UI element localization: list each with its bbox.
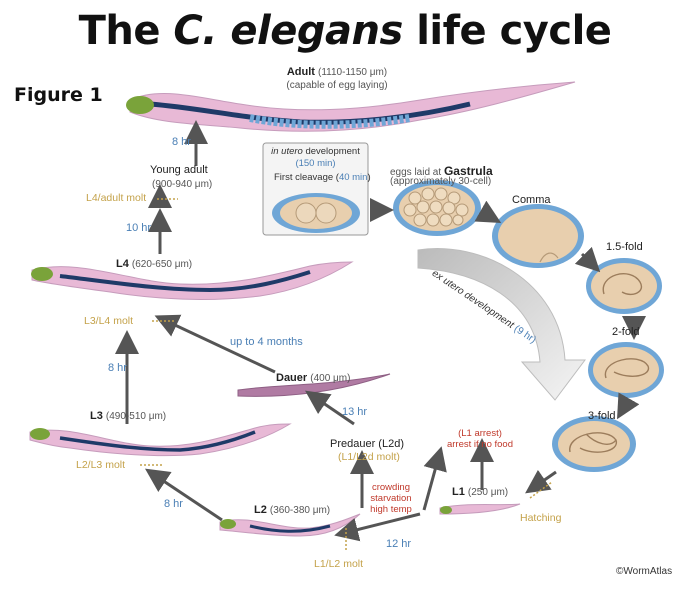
adult-label: Adult (1110-1150 μm) xyxy=(286,66,388,78)
molt-markers xyxy=(140,198,553,552)
young-adult-size: (900-940 μm) xyxy=(152,179,213,190)
one-and-half-fold-egg xyxy=(586,258,662,314)
l2-worm xyxy=(219,513,361,537)
three-fold-label: 3-fold xyxy=(588,410,616,422)
hatching-label: Hatching xyxy=(520,512,562,524)
l1-label: L1 (250 μm) xyxy=(452,486,509,498)
molt-l4-adult: L4/adult molt xyxy=(86,192,147,204)
gastrula-label: eggs laid at Gastrula xyxy=(390,164,493,178)
duration-l1-l2: 12 hr xyxy=(386,538,412,550)
molt-l1-l2: L1/L2 molt xyxy=(314,558,364,570)
ex-utero-arrow xyxy=(417,248,586,401)
duration-predauer-dauer: 13 hr xyxy=(342,406,368,418)
l3-label: L3 (490-510 μm) xyxy=(90,410,167,422)
l4-worm xyxy=(31,261,354,300)
comma-label: Comma xyxy=(512,194,551,206)
first-cleavage-label: First cleavage (40 min) xyxy=(274,172,371,183)
adult-worm xyxy=(126,81,576,132)
molt-l2-l3: L2/L3 molt xyxy=(76,459,126,471)
gastrula-egg xyxy=(393,180,481,236)
duration-ya-l4: 10 hr xyxy=(126,222,152,234)
gastrula-sub: (approximately 30-cell) xyxy=(390,176,492,187)
l1-worm xyxy=(439,503,521,515)
l1-arrest-note: (L1 arrest)arrest if no food xyxy=(446,428,513,450)
first-cleavage-egg xyxy=(272,193,360,233)
duration-l3-l4: 8 hr xyxy=(108,362,127,374)
two-fold-egg xyxy=(588,342,664,398)
dauer-label: Dauer (400 μm) xyxy=(276,372,351,384)
one-and-half-fold-label: 1.5-fold xyxy=(606,241,643,253)
duration-l2-l3: 8 hr xyxy=(164,498,183,510)
in-utero-title: in utero development xyxy=(271,146,360,157)
predauer-label: Predauer (L2d) xyxy=(330,438,404,450)
l3-worm xyxy=(29,423,292,457)
page-title: The C. elegans life cycle xyxy=(78,8,612,54)
comma-egg xyxy=(492,204,584,268)
duration-dauer-l4: up to 4 months xyxy=(230,336,303,348)
credit: ©WormAtlas xyxy=(616,566,673,577)
molt-l3-l4: L3/L4 molt xyxy=(84,315,134,327)
l2-label: L2 (360-380 μm) xyxy=(254,504,331,516)
predauer-molt: (L1/L2d molt) xyxy=(338,451,400,463)
duration-l4-adult: 8 hr xyxy=(172,136,191,148)
adult-note: (capable of egg laying) xyxy=(286,80,388,91)
dauer-worm xyxy=(237,373,391,397)
three-fold-egg xyxy=(552,416,636,472)
figure-label: Figure 1 xyxy=(14,84,103,106)
two-fold-label: 2-fold xyxy=(612,326,640,338)
transition-arrows xyxy=(115,120,646,542)
l4-label: L4 (620-650 μm) xyxy=(116,258,193,270)
in-utero-duration: (150 min) xyxy=(295,158,336,169)
young-adult-label: Young adult xyxy=(150,164,208,176)
